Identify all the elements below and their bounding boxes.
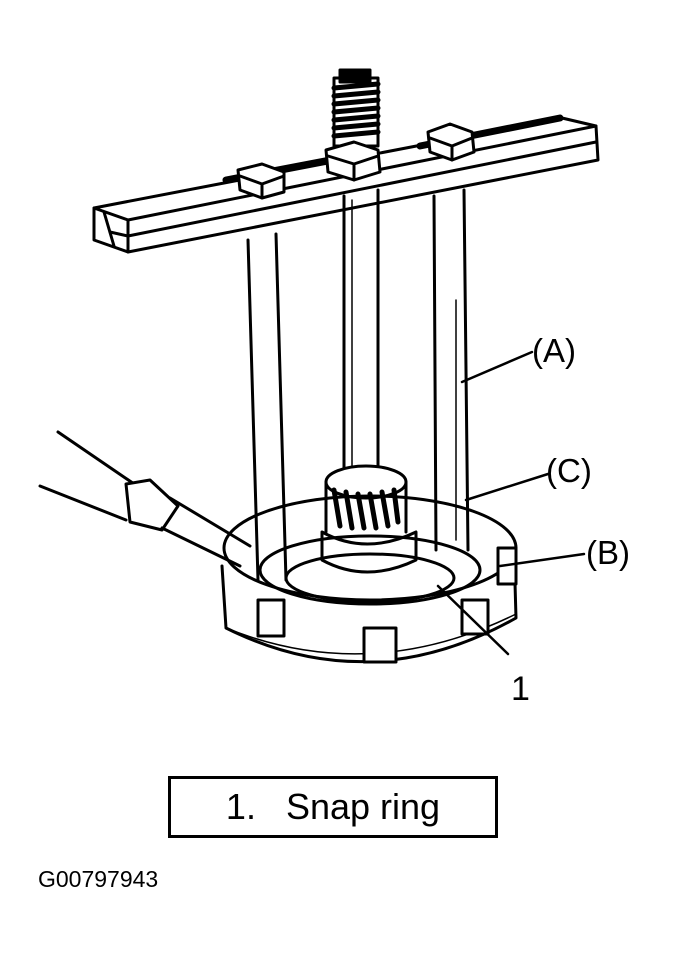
- legend-number: 1.: [225, 786, 256, 827]
- center-bolt-thread: [331, 68, 381, 148]
- base-ring-assembly: [220, 494, 518, 664]
- callout-1: 1: [511, 670, 530, 708]
- screwdriver: [38, 430, 252, 568]
- figure-id: G00797943: [38, 866, 159, 892]
- callout-a: (A): [532, 332, 576, 369]
- callout-b: (B): [586, 534, 630, 571]
- beam-nuts: [236, 122, 476, 200]
- legend-label: Snap ring: [285, 786, 441, 827]
- gear-sleeve: [320, 464, 418, 574]
- callout-c: (C): [546, 452, 592, 489]
- center-shaft: [342, 188, 380, 472]
- leader-lines: [436, 350, 586, 656]
- legend-entry: 1. Snap ring: [226, 786, 440, 828]
- puller-legs: [246, 188, 470, 582]
- legend-box: 1. Snap ring: [168, 776, 498, 838]
